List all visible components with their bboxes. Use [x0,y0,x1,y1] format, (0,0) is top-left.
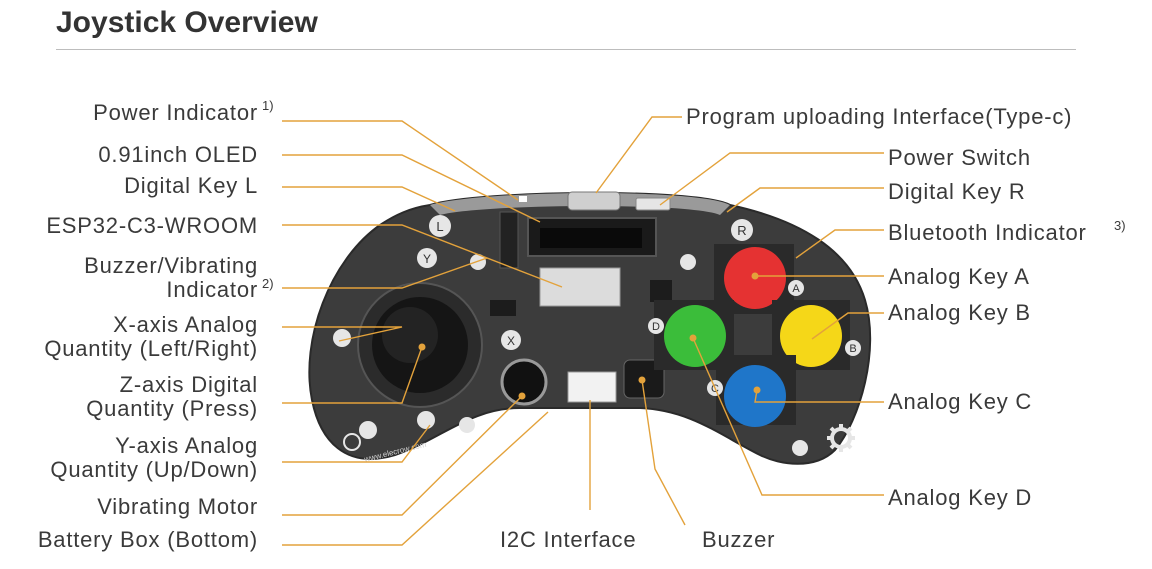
label-x-axis-line1: X-axis Analog [113,312,258,337]
labels-bottom: I2C Interface Buzzer [500,527,775,552]
leader-dot [518,392,526,400]
leader-lines [282,116,884,546]
leader-power-switch [659,152,884,206]
page-title: Joystick Overview [56,6,318,39]
leader-battery-box [282,411,549,546]
esp32-module [539,267,621,307]
label-battery-box: Battery Box (Bottom) [38,527,258,552]
label-analog-key-b: Analog Key B [888,300,1031,325]
axis-y-mark: Y [423,252,431,266]
mount-hole [359,421,377,439]
leader-x-axis [282,326,403,342]
axis-y-top [417,248,437,268]
label-z-axis-line2: Quantity (Press) [86,396,258,421]
label-bluetooth-indicator: Bluetooth Indicator [888,220,1087,245]
key-b-mark: B [849,343,856,355]
label-y-axis-line1: Y-axis Analog [115,433,258,458]
label-oled: 0.91inch OLED [98,142,258,167]
label-x-axis-line2: Quantity (Left/Right) [44,336,258,361]
label-esp32: ESP32-C3-WROOM [46,213,258,238]
title-divider [56,49,1076,50]
leader-esp32 [282,224,563,288]
leader-analog-key-c [754,389,884,403]
chip [650,280,672,302]
vibrating-motor-part [500,358,548,406]
labels-left: Power Indicator 1) 0.91inch OLED Digital… [38,98,274,552]
axis-y-bottom [417,411,435,429]
label-analog-key-d: Analog Key D [888,485,1032,510]
leader-buzzer [641,379,686,526]
label-y-axis-line2: Quantity (Up/Down) [50,457,258,482]
axis-x-mark: X [507,334,515,348]
key-d-badge [648,318,664,334]
key-r [731,219,753,241]
leader-y-axis [282,424,431,463]
oled-glass [540,228,642,248]
leader-dot [638,376,646,384]
analog-key-b-cap [780,305,842,367]
power-led [519,196,527,202]
leader-digital-key-l [282,186,456,212]
leader-analog-key-b [811,312,884,340]
mount-hole [459,417,475,433]
axis-x-badge [501,330,521,350]
labels-right: Program uploading Interface(Type-c) Powe… [686,104,1126,510]
leader-dot [751,272,759,280]
power-switch-part [635,197,671,211]
label-buzzer-vibrating-indicator-note: 2) [262,276,274,291]
type-c-port [567,191,621,211]
pin-header [499,211,519,269]
leader-program-uploading [595,116,682,194]
label-i2c-interface: I2C Interface [500,527,636,552]
label-buzzer-vibrating-indicator-line1: Buzzer/Vibrating [84,253,258,278]
key-b-badge [845,340,861,356]
leader-bluetooth [795,229,884,259]
axis-x-left [333,329,351,347]
leader-dot [418,343,426,351]
leader-analog-key-d [692,337,884,496]
label-power-switch: Power Switch [888,145,1031,170]
leader-oled [282,154,541,223]
leader-buzzer-vibrating-indicator [282,257,488,289]
label-buzzer: Buzzer [702,527,775,552]
i2c-connector [567,371,617,403]
label-analog-key-a: Analog Key A [888,264,1030,289]
chip [490,300,516,316]
label-program-uploading: Program uploading Interface(Type-c) [686,104,1072,129]
joystick-cap-highlight [382,307,438,363]
label-digital-key-l: Digital Key L [124,173,258,198]
gear-icon [827,424,855,452]
analog-key-c-cap [724,365,786,427]
label-power-indicator: Power Indicator [93,100,258,125]
key-r-mark: R [737,223,746,238]
label-bluetooth-indicator-note: 3) [1114,218,1126,233]
key-a-mark: A [792,283,800,295]
leader-vibrating-motor [282,395,523,516]
label-digital-key-r: Digital Key R [888,179,1026,204]
leader-dot [689,334,697,342]
label-buzzer-vibrating-indicator-line2: Indicator [166,277,258,302]
key-l-mark: L [436,219,443,234]
key-d-mark: D [652,321,660,333]
mount-hole [470,254,486,270]
leader-z-axis [282,346,423,404]
label-analog-key-c: Analog Key C [888,389,1032,414]
label-power-indicator-note: 1) [262,98,274,113]
leader-power-indicator [282,120,519,201]
label-z-axis-line1: Z-axis Digital [120,372,258,397]
leader-digital-key-r [726,187,884,213]
leader-dot [753,386,761,394]
mount-hole [680,254,696,270]
elecrow-logo [343,433,361,451]
key-a-badge [788,280,804,296]
label-vibrating-motor: Vibrating Motor [97,494,258,519]
key-l [429,215,451,237]
mount-hole [792,440,808,456]
